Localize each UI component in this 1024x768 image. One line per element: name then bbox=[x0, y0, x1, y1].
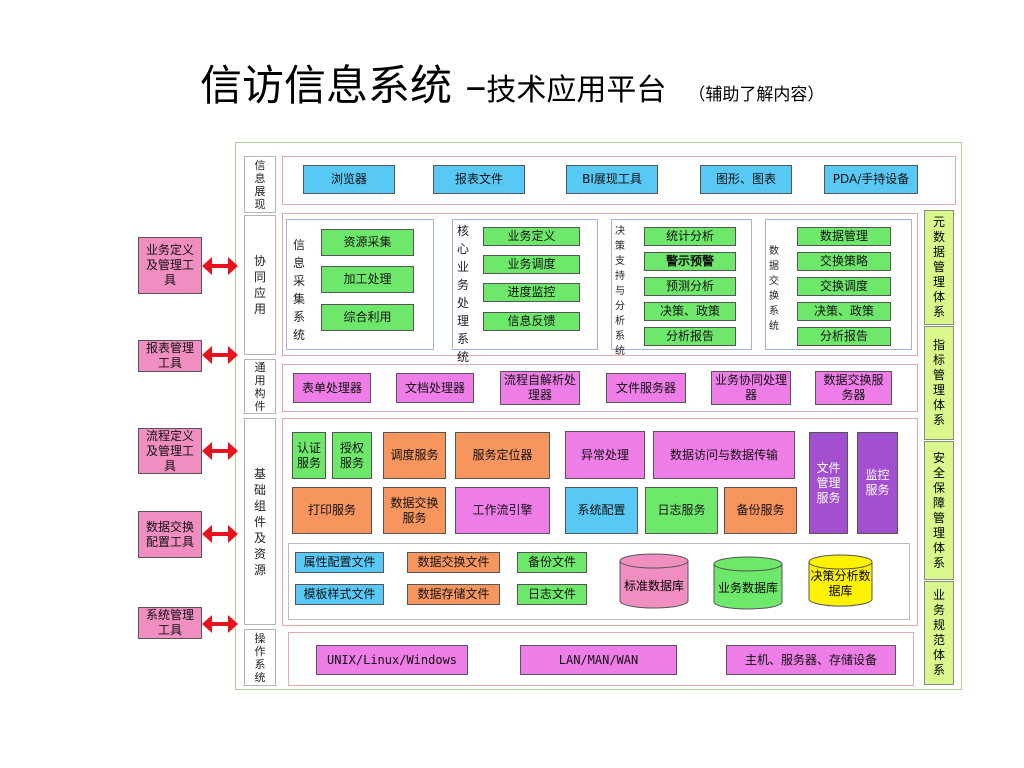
browser-box[interactable]: 浏览器 bbox=[303, 165, 395, 194]
presentation-layer bbox=[282, 156, 956, 205]
exchange-report-box[interactable]: 分析报告 bbox=[797, 327, 891, 346]
forecast-box[interactable]: 预测分析 bbox=[644, 277, 736, 296]
tool-process-definition[interactable]: 流程定义及管理工具 bbox=[138, 428, 202, 474]
data-exchange-file-box[interactable]: 数据交换文件 bbox=[407, 552, 500, 573]
system-config-box[interactable]: 系统配置 bbox=[565, 487, 638, 534]
exchange-strategy-box[interactable]: 交换策略 bbox=[797, 252, 891, 271]
standard-database[interactable]: 标准数据库 bbox=[619, 553, 689, 609]
exception-handling-box[interactable]: 异常处理 bbox=[565, 431, 645, 479]
decision-policy-box[interactable]: 决策、政策 bbox=[644, 302, 736, 321]
report-file-box[interactable]: 报表文件 bbox=[433, 165, 525, 194]
platform-frame bbox=[235, 142, 962, 690]
property-config-file-box[interactable]: 属性配置文件 bbox=[295, 552, 384, 573]
authorization-service-box[interactable]: 授权服务 bbox=[332, 432, 372, 479]
os-box[interactable]: UNIX/Linux/Windows bbox=[316, 645, 468, 675]
data-access-transfer-box[interactable]: 数据访问与数据传输 bbox=[653, 431, 795, 479]
exchange-scheduling-box[interactable]: 交换调度 bbox=[797, 277, 891, 296]
hardware-box[interactable]: 主机、服务器、存储设备 bbox=[726, 645, 896, 675]
pda-device-box[interactable]: PDA/手持设备 bbox=[824, 165, 918, 194]
graphics-chart-box[interactable]: 图形、图表 bbox=[700, 165, 792, 194]
double-arrow-icon bbox=[202, 615, 238, 633]
security-management-panel[interactable]: 安全保障管理体系 bbox=[924, 441, 954, 580]
tool-report-management[interactable]: 报表管理工具 bbox=[138, 340, 202, 372]
backup-file-box[interactable]: 备份文件 bbox=[517, 552, 587, 573]
resource-collect-box[interactable]: 资源采集 bbox=[321, 229, 414, 256]
info-feedback-box[interactable]: 信息反馈 bbox=[483, 312, 580, 331]
bi-tool-box[interactable]: BI展现工具 bbox=[566, 165, 658, 194]
template-style-file-box[interactable]: 模板样式文件 bbox=[295, 584, 384, 605]
auth-service-box[interactable]: 认证服务 bbox=[292, 432, 326, 479]
foundation-layer bbox=[282, 418, 918, 626]
layer-label-collaboration: 协同应用 bbox=[244, 215, 276, 355]
data-exchange-system bbox=[765, 219, 912, 350]
page-title: 信访信息系统 –技术应用平台 （辅助了解内容） bbox=[200, 52, 824, 113]
title-main: 信访信息系统 – bbox=[200, 61, 487, 110]
decision-support-system bbox=[611, 219, 752, 350]
data-exchange-server-box[interactable]: 数据交换服务器 bbox=[815, 371, 892, 405]
storage-area bbox=[288, 543, 910, 620]
double-arrow-icon bbox=[202, 525, 238, 543]
utilization-box[interactable]: 综合利用 bbox=[321, 304, 414, 331]
log-service-box[interactable]: 日志服务 bbox=[645, 487, 718, 534]
database-icon bbox=[808, 554, 873, 607]
business-standard-panel[interactable]: 业务规范体系 bbox=[924, 581, 954, 685]
title-sub: 技术应用平台 bbox=[486, 73, 667, 108]
data-storage-file-box[interactable]: 数据存储文件 bbox=[407, 584, 500, 605]
layer-label-foundation: 基础组件及资源 bbox=[244, 418, 276, 625]
log-file-box[interactable]: 日志文件 bbox=[517, 584, 587, 605]
common-layer bbox=[282, 364, 918, 412]
database-icon bbox=[619, 553, 689, 609]
core-business-system bbox=[452, 219, 598, 350]
workflow-engine-box[interactable]: 工作流引擎 bbox=[455, 487, 550, 534]
double-arrow-icon bbox=[202, 346, 238, 364]
business-scheduling-box[interactable]: 业务调度 bbox=[483, 255, 580, 274]
double-arrow-icon bbox=[202, 442, 238, 460]
file-management-service-box[interactable]: 文件管理服务 bbox=[809, 432, 848, 534]
info-collect-label: 信息采集系统 bbox=[292, 238, 305, 342]
layer-label-common: 通用构件 bbox=[244, 359, 276, 414]
indicator-management-panel[interactable]: 指标管理体系 bbox=[924, 326, 954, 440]
form-processor-box[interactable]: 表单处理器 bbox=[293, 373, 371, 403]
tool-business-definition[interactable]: 业务定义及管理工具 bbox=[138, 237, 202, 294]
scheduling-service-box[interactable]: 调度服务 bbox=[383, 432, 446, 479]
data-exchange-label: 数据交换系统 bbox=[769, 246, 779, 332]
data-exchange-service-box[interactable]: 数据交换服务 bbox=[383, 487, 446, 534]
decision-database[interactable]: 决策分析数据库 bbox=[808, 554, 873, 607]
double-arrow-icon bbox=[202, 257, 238, 275]
tool-data-exchange-config[interactable]: 数据交换配置工具 bbox=[138, 511, 202, 558]
service-locator-box[interactable]: 服务定位器 bbox=[455, 432, 550, 479]
decision-support-label: 决策支持与分析系统 bbox=[615, 226, 625, 357]
analysis-report-box[interactable]: 分析报告 bbox=[644, 327, 736, 346]
workflow-parser-box[interactable]: 流程自解析处理器 bbox=[500, 371, 580, 405]
backup-service-box[interactable]: 备份服务 bbox=[724, 487, 797, 534]
metadata-management-panel[interactable]: 元数据管理体系 bbox=[924, 210, 954, 325]
database-icon bbox=[713, 556, 783, 610]
core-business-label: 核心业务处理系统 bbox=[456, 224, 469, 364]
monitor-service-box[interactable]: 监控服务 bbox=[857, 432, 898, 534]
os-layer bbox=[288, 632, 914, 686]
file-server-box[interactable]: 文件服务器 bbox=[606, 373, 686, 403]
collaboration-layer bbox=[282, 213, 918, 356]
network-box[interactable]: LAN/MAN/WAN bbox=[520, 645, 677, 675]
title-note: （辅助了解内容） bbox=[688, 85, 825, 105]
collaboration-processor-box[interactable]: 业务协同处理器 bbox=[711, 371, 791, 405]
warning-box[interactable]: 警示预警 bbox=[644, 252, 736, 271]
document-processor-box[interactable]: 文档处理器 bbox=[396, 373, 474, 403]
business-database[interactable]: 业务数据库 bbox=[713, 556, 783, 610]
business-definition-box[interactable]: 业务定义 bbox=[483, 227, 580, 246]
progress-monitor-box[interactable]: 进度监控 bbox=[483, 283, 580, 302]
exchange-policy-box[interactable]: 决策、政策 bbox=[797, 302, 891, 321]
info-collect-system bbox=[286, 219, 434, 350]
layer-label-os: 操作系统 bbox=[244, 629, 276, 686]
processing-box[interactable]: 加工处理 bbox=[321, 266, 414, 293]
print-service-box[interactable]: 打印服务 bbox=[292, 487, 372, 534]
data-management-box[interactable]: 数据管理 bbox=[797, 227, 891, 246]
layer-label-presentation: 信息展现 bbox=[244, 156, 276, 213]
statistics-box[interactable]: 统计分析 bbox=[644, 227, 736, 246]
double-arrows bbox=[202, 257, 238, 633]
tool-system-management[interactable]: 系统管理工具 bbox=[138, 607, 202, 639]
